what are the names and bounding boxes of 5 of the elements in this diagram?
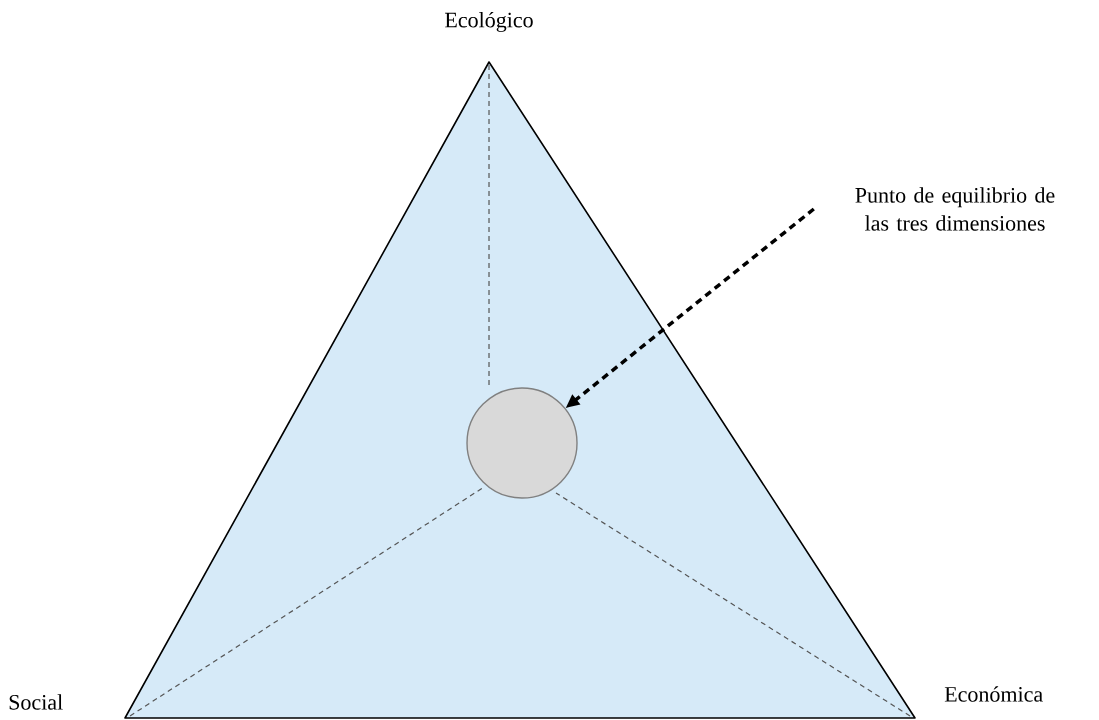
- vertex-label: Ecológico: [445, 11, 533, 32]
- vertex-label: Social: [9, 694, 63, 710]
- vertex-label: Económica: [944, 686, 1043, 702]
- callout-text: Punto de equilibrio de las tres dimensiones: [855, 187, 1055, 231]
- circle: [466, 387, 578, 499]
